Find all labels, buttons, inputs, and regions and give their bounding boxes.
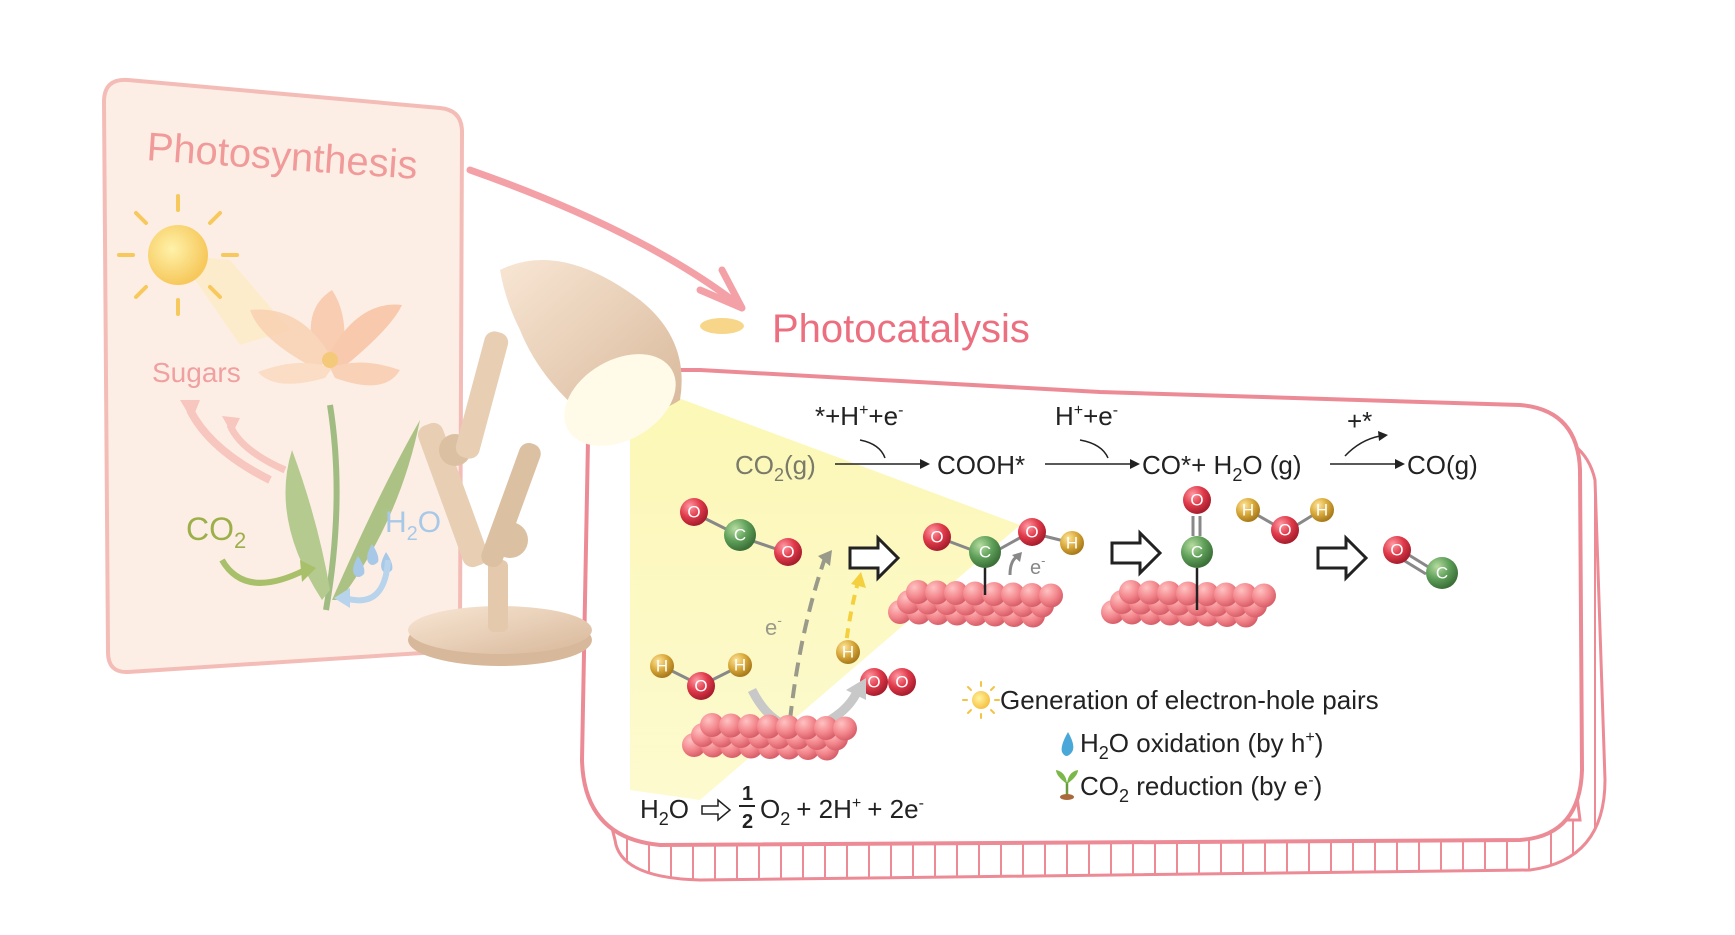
svg-text:H: H bbox=[1066, 534, 1078, 553]
svg-text:O: O bbox=[930, 528, 943, 547]
surface-atom bbox=[795, 715, 819, 740]
sugars-label: Sugars bbox=[152, 357, 241, 388]
svg-text:C: C bbox=[1191, 543, 1203, 562]
sprout-icon bbox=[1056, 770, 1078, 800]
svg-text:O2+ 2H++ 2e-: O2+ 2H++ 2e- bbox=[760, 794, 924, 829]
surface-atom bbox=[944, 581, 968, 605]
catalyst-surface-2 bbox=[888, 580, 1063, 628]
hollow-small-arrow bbox=[701, 798, 732, 822]
photosynthesis-card: Photosynthesis Sugars bbox=[101, 77, 465, 675]
co2-arrow bbox=[219, 558, 307, 586]
product-label-3: +* bbox=[1347, 406, 1372, 436]
water-drop-icon bbox=[1061, 732, 1074, 756]
svg-text:O: O bbox=[1390, 541, 1403, 560]
svg-text:C: C bbox=[734, 526, 746, 545]
state-cooh: COOH* bbox=[937, 450, 1025, 480]
surface-atom bbox=[1252, 583, 1276, 608]
svg-text:O: O bbox=[1190, 491, 1203, 510]
surface-atom bbox=[1138, 580, 1162, 605]
desk-lamp-icon bbox=[408, 260, 744, 666]
catalyst-surface-3 bbox=[1101, 580, 1276, 628]
svg-text:O: O bbox=[1278, 521, 1291, 540]
surface-atom bbox=[1039, 583, 1063, 608]
co2-molecule: O C O bbox=[680, 498, 802, 566]
sun-icon bbox=[962, 681, 1000, 719]
legend-item-h2o-oxidation: H2O oxidation (by h+) bbox=[1080, 728, 1323, 763]
reactant-label-1: *+H++e- bbox=[815, 401, 903, 431]
light-beam bbox=[630, 380, 1020, 800]
water-oxidation-equation: H2O 1 2 O2+ 2H++ 2e- bbox=[640, 783, 924, 833]
legend: Generation of electron-hole pairs H2O ox… bbox=[962, 681, 1379, 806]
step-arrow-1 bbox=[835, 439, 930, 469]
catalyst-surface-1 bbox=[682, 713, 857, 761]
surface-atom bbox=[1119, 580, 1143, 604]
co-gas-molecule: O C bbox=[1383, 536, 1458, 589]
svg-text:H: H bbox=[1316, 501, 1328, 520]
legend-item-electron-hole: Generation of electron-hole pairs bbox=[1000, 685, 1379, 715]
sugar-arrows bbox=[180, 400, 287, 484]
surface-atom bbox=[1233, 583, 1257, 607]
surface-atom bbox=[738, 714, 762, 738]
reaction-pathway: CO2(g) *+H++e- COOH* H++e- CO*+ H2O (g) bbox=[735, 401, 1478, 485]
h2o-label: H2O bbox=[385, 506, 441, 545]
svg-text:H: H bbox=[656, 657, 668, 676]
surface-atom bbox=[814, 716, 838, 740]
surface-atom bbox=[1214, 582, 1238, 607]
svg-text:O: O bbox=[687, 503, 700, 522]
surface-atom bbox=[719, 713, 743, 738]
hollow-arrow-3 bbox=[1316, 534, 1369, 582]
water-product: H O H bbox=[1236, 498, 1334, 544]
surface-atom bbox=[1157, 581, 1181, 605]
surface-atom bbox=[906, 580, 930, 604]
surface-atom bbox=[757, 714, 781, 739]
step-arrow-3 bbox=[1330, 431, 1405, 469]
hollow-arrow-2 bbox=[1110, 529, 1163, 577]
surface-atom bbox=[1020, 583, 1044, 607]
svg-text:O: O bbox=[867, 673, 880, 692]
svg-text:C: C bbox=[1436, 564, 1448, 583]
svg-text:e-: e- bbox=[765, 612, 782, 640]
svg-text:e-: e- bbox=[1030, 553, 1045, 579]
water-molecule: H O H bbox=[650, 653, 752, 700]
surface-atom bbox=[1195, 582, 1219, 606]
co-adsorbate: O C bbox=[1181, 486, 1213, 610]
surface-atom bbox=[982, 582, 1006, 606]
hollow-arrow-1 bbox=[848, 534, 901, 582]
svg-text:H: H bbox=[842, 643, 854, 662]
svg-text:O: O bbox=[694, 677, 707, 696]
svg-text:H2O: H2O bbox=[640, 794, 689, 829]
reactant-label-2: H++e- bbox=[1055, 401, 1118, 431]
svg-text:1: 1 bbox=[742, 783, 753, 805]
surface-atom bbox=[833, 716, 857, 741]
cooh-adsorbate: O C O H e- bbox=[923, 518, 1084, 595]
step-arrow-2 bbox=[1045, 439, 1140, 469]
surface-atom bbox=[963, 581, 987, 606]
proton bbox=[836, 640, 860, 664]
legend-item-co2-reduction: CO2 reduction (by e-) bbox=[1080, 771, 1322, 806]
svg-text:C: C bbox=[979, 543, 991, 562]
svg-text:H: H bbox=[1242, 501, 1254, 520]
svg-text:H: H bbox=[734, 656, 746, 675]
surface-atom bbox=[1176, 581, 1200, 606]
svg-text:O: O bbox=[895, 673, 908, 692]
surface-atom bbox=[700, 713, 724, 737]
transition-arrow bbox=[466, 166, 746, 312]
co2-label: CO2 bbox=[186, 511, 246, 553]
surface-atom bbox=[776, 715, 800, 739]
surface-atom bbox=[925, 580, 949, 605]
svg-text:O: O bbox=[781, 543, 794, 562]
photocatalysis-title: Photocatalysis bbox=[772, 307, 1030, 351]
o2-molecule: O O bbox=[860, 668, 916, 696]
h2o-arrow bbox=[344, 559, 391, 604]
state-co-adsorbed: CO*+ H2O (g) bbox=[1142, 450, 1302, 485]
state-co2-gas: CO2(g) bbox=[735, 450, 816, 485]
svg-text:2: 2 bbox=[742, 811, 753, 833]
surface-atom bbox=[1001, 582, 1025, 607]
svg-text:O: O bbox=[1025, 523, 1038, 542]
state-co-gas: CO(g) bbox=[1407, 450, 1478, 480]
flower-icon bbox=[250, 290, 420, 611]
